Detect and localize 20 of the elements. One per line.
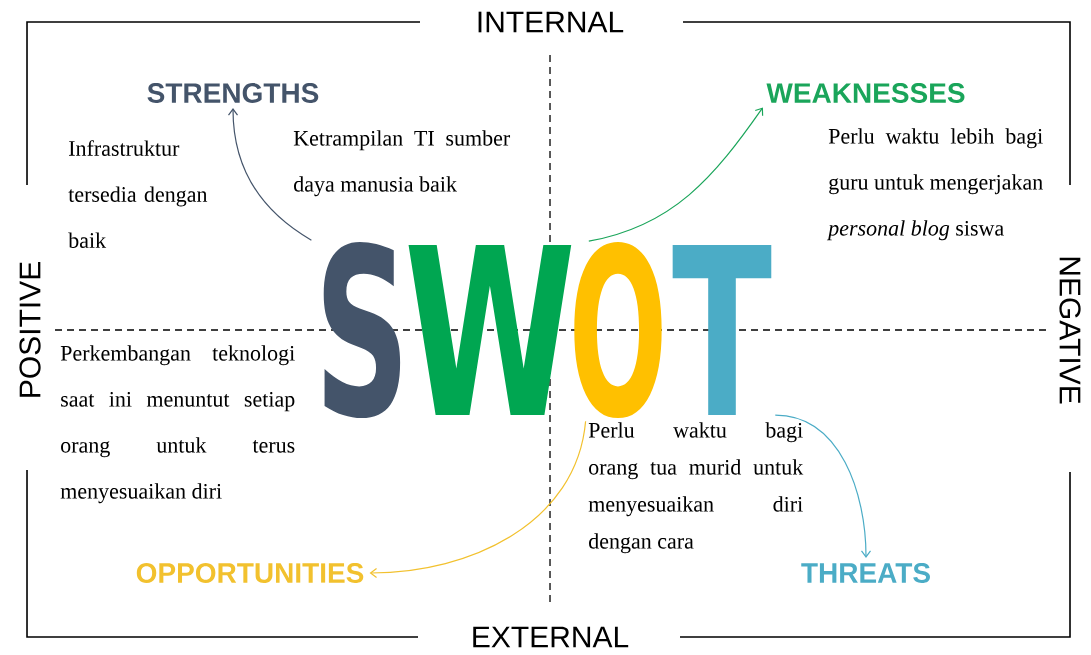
paragraph: Perkembangan teknologi saat ini menuntut setiap orang untuk terus menyesuaikan diri (60, 345, 295, 504)
heading: OPPORTUNITIES (136, 563, 364, 583)
arrow (588, 107, 764, 242)
paragraph: Ketrampilan TI sumber daya manusia baik (293, 130, 510, 197)
swot-letter: S (323, 241, 401, 419)
heading: THREATS (801, 563, 930, 583)
axis-label: POSITIVE (16, 257, 44, 403)
swot-letter: W (408, 245, 572, 415)
swot-letter: T (672, 245, 772, 415)
paragraph: Perlu waktu bagi orang tua murid untuk menyesuaikan diri dengan cara (588, 422, 804, 554)
arrow (227, 108, 312, 241)
axis-label: EXTERNAL (467, 623, 633, 651)
axis-label: NEGATIVE (1056, 252, 1084, 408)
arrow (774, 414, 872, 558)
heading: WEAKNESSES (766, 83, 965, 103)
paragraph: Perlu waktu lebih bagi guru untuk mengerjakan personal blog siswa (826, 128, 1043, 241)
paragraph: Infrastruktur tersedia dengan baik (68, 140, 208, 248)
arrow (369, 420, 587, 579)
axis-label: INTERNAL (472, 8, 628, 36)
heading: STRENGTHS (147, 83, 319, 103)
